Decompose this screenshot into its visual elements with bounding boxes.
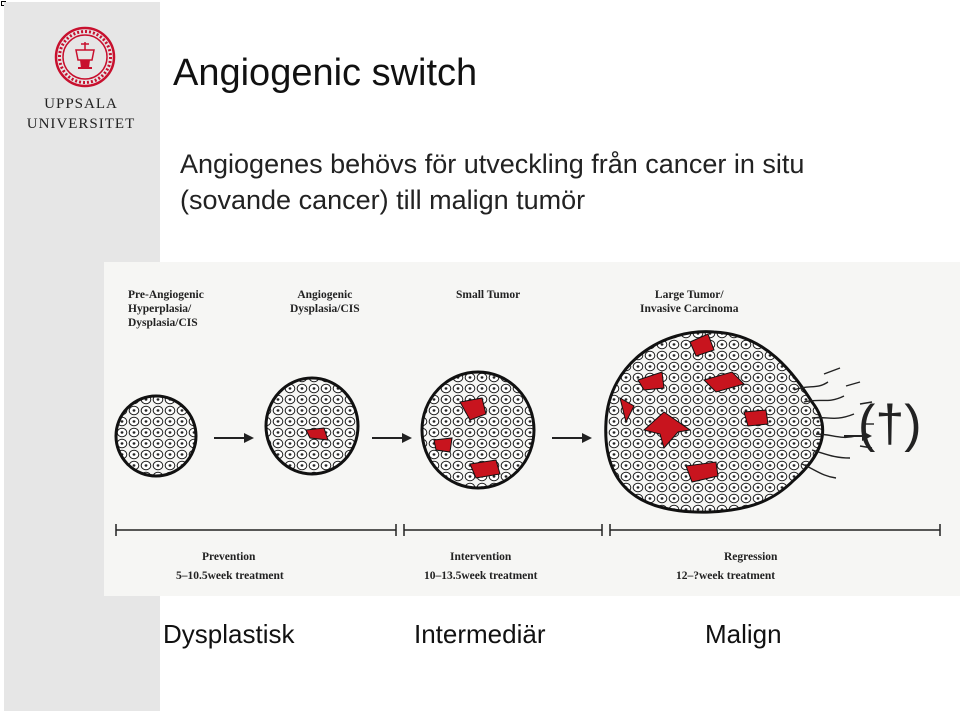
death-symbol: (†) [858,395,922,453]
university-seal-icon [54,26,116,88]
subtitle-line-2: (sovande cancer) till malign tumör [180,185,586,215]
subtitle-line-1: Angiogenes behövs för utveckling från ca… [180,149,805,179]
citation: Berger et al., Science 1999 [162,679,452,706]
arrow-2-icon [372,433,412,443]
label-prevention: Prevention [202,551,256,563]
arrow-1-icon [214,433,254,443]
stage-label-intermediate: Intermediär [414,619,546,649]
arrow-3-icon [552,433,592,443]
small-tumor [420,370,536,490]
prevention-bar [115,524,397,536]
note-intervention: 10–13.5week treatment [424,570,538,582]
angiogenic-lesion [264,376,360,476]
pre-angiogenic-lesion [114,394,198,478]
label-large-tumor: Large Tumor/ Invasive Carcinoma [640,289,739,315]
logo-line-universitet: UNIVERSITET [26,116,136,132]
arrow-4-icon [844,431,872,441]
logo-line-uppsala: UPPSALA [44,96,118,112]
intervention-bar [403,524,603,536]
stage-label-malignant: Malign [705,619,782,649]
slide-title: Angiogenic switch [173,52,478,94]
label-regression: Regression [724,551,778,563]
university-logo: UPPSALA UNIVERSITET [26,26,144,134]
note-regression: 12–?week treatment [676,570,776,582]
note-prevention: 5–10.5week treatment [176,570,284,582]
angiogenic-switch-figure: Pre-Angiogenic Hyperplasia/ Dysplasia/CI… [104,262,960,596]
label-pre-angiogenic: Pre-Angiogenic Hyperplasia/ Dysplasia/CI… [128,289,204,329]
label-small-tumor: Small Tumor [456,289,521,301]
regression-bar [609,524,941,536]
slide-subtitle: Angiogenes behövs för utveckling från ca… [180,146,940,218]
label-angiogenic: Angiogenic Dysplasia/CIS [290,289,360,315]
large-invasive-tumor [604,330,874,514]
stage-label-dysplastic: Dysplastisk [163,619,295,649]
label-intervention: Intervention [450,551,512,563]
tumor-progression-diagram [114,330,941,536]
